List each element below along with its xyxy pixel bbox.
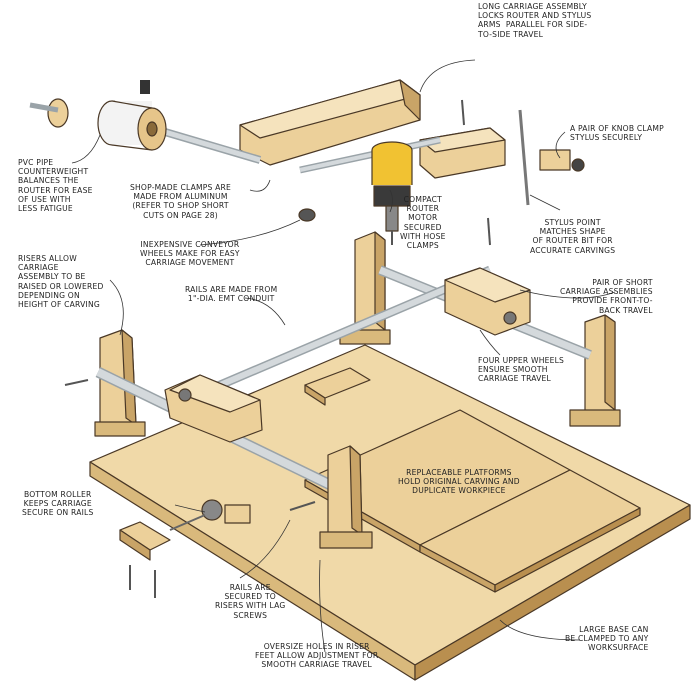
conveyor-wheels-callout: INEXPENSIVE CONVEYOR WHEELS MAKE FOR EAS… bbox=[140, 240, 240, 268]
stylus-point-callout: STYLUS POINT MATCHES SHAPE OF ROUTER BIT… bbox=[530, 218, 616, 255]
replaceable-platform-right bbox=[419, 469, 641, 593]
stylus-arm bbox=[419, 127, 506, 179]
top-rails bbox=[163, 128, 441, 174]
short-carriage-callout: PAIR OF SHORT CARRIAGE ASSEMBLIES PROVID… bbox=[560, 278, 653, 315]
shop-clamps-callout: SHOP-MADE CLAMPS ARE MADE FROM ALUMINUM … bbox=[130, 183, 232, 220]
loose-block bbox=[119, 521, 171, 561]
stylus bbox=[518, 109, 585, 206]
upper-wheels-callout: FOUR UPPER WHEELS ENSURE SMOOTH CARRIAGE… bbox=[478, 356, 565, 384]
conveyor-wheel bbox=[298, 208, 316, 222]
riser-front-right bbox=[319, 445, 373, 549]
pvc-pipe-callout: PVC PIPE COUNTERWEIGHT BALANCES THE ROUT… bbox=[18, 158, 93, 214]
long-carriage-callout: LONG CARRIAGE ASSEMBLY LOCKS ROUTER AND … bbox=[478, 2, 592, 39]
riser-back-left bbox=[339, 231, 391, 345]
rails-secured-callout: RAILS ARE SECURED TO RISERS WITH LAG SCR… bbox=[215, 583, 286, 620]
compact-router-motor bbox=[371, 141, 413, 245]
short-carriage-back bbox=[444, 267, 531, 336]
leader-lines bbox=[71, 59, 616, 653]
lag-screws bbox=[64, 99, 491, 598]
bottom-roller bbox=[169, 499, 251, 531]
pvc-pipe-counterweight bbox=[29, 80, 167, 151]
cross-rail-conduit bbox=[183, 265, 492, 405]
small-platform-block bbox=[304, 367, 371, 406]
knob-clamps-callout: A PAIR OF KNOB CLAMP STYLUS SECURELY bbox=[570, 124, 664, 143]
bottom-roller-callout: BOTTOM ROLLER KEEPS CARRIAGE SECURE ON R… bbox=[22, 490, 94, 518]
compact-router-callout: COMPACT ROUTER MOTOR SECURED WITH HOSE C… bbox=[400, 195, 446, 251]
rails-conduit-callout: RAILS ARE MADE FROM 1"-DIA. EMT CONDUIT bbox=[185, 285, 278, 304]
risers-callout: RISERS ALLOW CARRIAGE ASSEMBLY TO BE RAI… bbox=[18, 254, 104, 310]
large-base-callout: LARGE BASE CAN BE CLAMPED TO ANY WORKSUR… bbox=[565, 625, 649, 653]
platforms-callout: REPLACEABLE PLATFORMS HOLD ORIGINAL CARV… bbox=[398, 468, 520, 496]
short-carriage-front bbox=[164, 374, 263, 443]
oversize-holes-callout: OVERSIZE HOLES IN RISER FEET ALLOW ADJUS… bbox=[255, 642, 379, 670]
riser-back-right bbox=[569, 314, 621, 427]
